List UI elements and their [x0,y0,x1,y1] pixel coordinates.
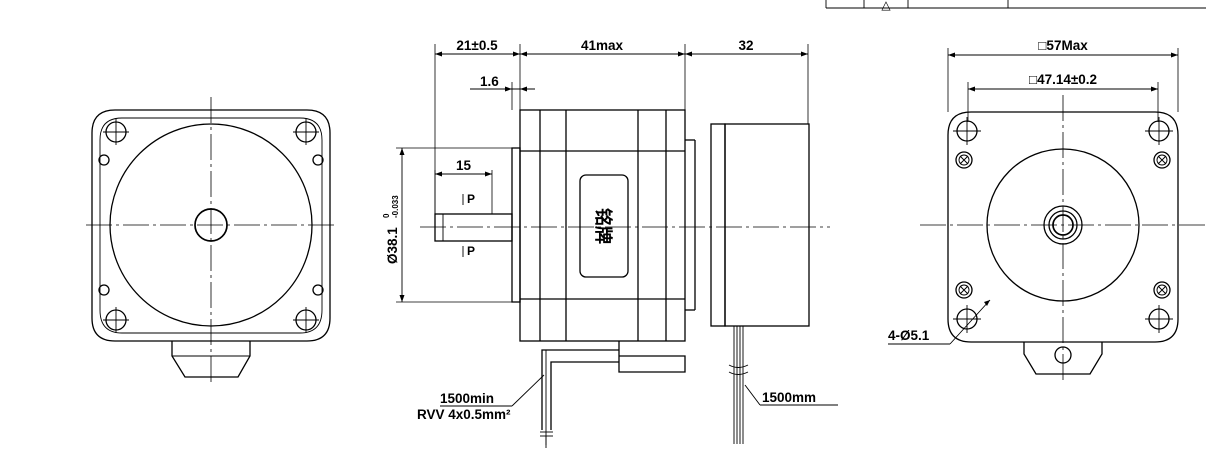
encoder-cable-length: 1500mm [762,390,816,405]
motor-cable-length: 1500min [440,391,494,406]
motor-cable [541,349,619,430]
revision-symbol: △ [881,0,891,12]
side-view: 21±0.5 41max 32 1.6 15 P [382,38,838,448]
rear-connector [1023,342,1103,375]
dim-shaft-length: 21±0.5 [456,38,498,53]
nameplate-text: 铭牌 [592,208,614,244]
encoder-cable [728,326,749,444]
rear-view: □57Max □47.14±0.2 [888,38,1206,380]
hole-spec: 4-Ø5.1 [888,328,930,343]
front-view [86,97,336,383]
nameplate [579,174,629,278]
front-bolt-holes [98,119,324,333]
pilot-tol-upper: 0 [382,213,391,218]
dim-boss: 1.6 [480,74,499,89]
title-block: △ [825,0,1206,12]
shaft [434,213,513,242]
pilot-tol-lower: -0.033 [391,195,400,218]
pilot-diameter: Ø38.1 [385,227,400,264]
dim-body-length: 41max [581,38,624,53]
front-cable-gland [171,341,251,378]
dim-hole-spacing: □47.14±0.2 [1029,72,1097,87]
motor-cable-spec: RVV 4x0.5mm² [417,407,511,422]
rear-screws [955,151,1171,299]
front-body-circle [109,123,313,327]
rear-flange-circle [986,148,1140,302]
dim-flat: 15 [456,158,472,173]
section-mark-bottom: P [467,244,475,258]
shaft-circle [194,208,228,242]
dim-encoder-length: 32 [738,38,753,53]
rear-mount-holes [953,117,1173,333]
section-mark-top: P [467,192,475,206]
encoder [724,123,810,327]
dim-square-max: □57Max [1038,38,1088,53]
